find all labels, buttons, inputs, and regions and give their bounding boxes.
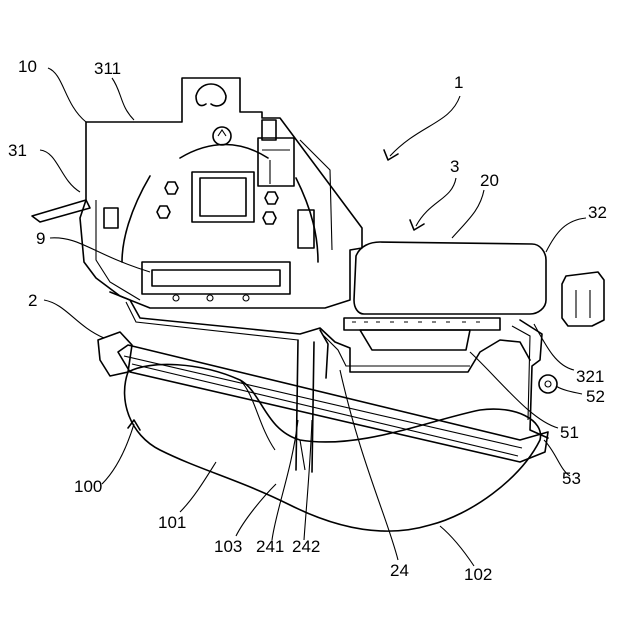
- center-window: [192, 172, 254, 222]
- leader-100: [102, 424, 134, 484]
- leader-102: [440, 526, 474, 566]
- lower-tray-rim: [124, 356, 522, 456]
- label-51: 51: [560, 423, 579, 442]
- label-321: 321: [576, 367, 604, 386]
- leader-101: [180, 462, 216, 512]
- leader-321: [534, 324, 574, 370]
- label-53: 53: [562, 469, 581, 488]
- center-window-inner: [200, 178, 246, 216]
- bottom-cushion-inner-fold: [240, 380, 305, 470]
- nut-right: [265, 192, 278, 204]
- label-2: 2: [28, 291, 37, 310]
- lower-tray: [118, 345, 548, 462]
- leader-1: [390, 96, 460, 156]
- middle-frame: [110, 292, 530, 372]
- screw-b: [207, 295, 213, 301]
- knob-321: [562, 272, 604, 326]
- screw-a: [173, 295, 179, 301]
- label-20: 20: [480, 171, 499, 190]
- upper-housing: [80, 78, 362, 308]
- leg-241: [296, 340, 298, 470]
- leg-24: [320, 330, 328, 378]
- front-arc: [180, 145, 268, 159]
- side-block-left: [104, 208, 118, 228]
- top-hook: [196, 84, 226, 106]
- upper-housing-inner: [96, 140, 332, 300]
- nut-left: [165, 182, 178, 194]
- leader-20: [452, 190, 484, 238]
- slot-9: [142, 262, 290, 294]
- nut-right-2: [263, 212, 276, 224]
- knob-321-detail: [576, 290, 590, 318]
- right-bracket-inner: [512, 326, 530, 420]
- leader-3: [416, 178, 456, 226]
- label-103: 103: [214, 537, 242, 556]
- label-242: 242: [292, 537, 320, 556]
- leader-311: [112, 78, 134, 120]
- left-arm: [32, 200, 90, 222]
- leader-10: [48, 68, 86, 122]
- gear-52-center: [545, 381, 551, 387]
- leader-242: [304, 420, 312, 540]
- knob-mark: [218, 130, 226, 136]
- plate-51: [344, 318, 500, 330]
- label-9: 9: [36, 229, 45, 248]
- leader-52: [556, 386, 582, 394]
- label-100: 100: [74, 477, 102, 496]
- label-32: 32: [588, 203, 607, 222]
- leader-2: [44, 300, 104, 338]
- right-box: [354, 242, 546, 314]
- slot-9-inner: [152, 270, 280, 286]
- leader-31: [40, 150, 80, 192]
- label-24: 24: [390, 561, 409, 580]
- gear-52: [539, 375, 557, 393]
- screw-c: [243, 295, 249, 301]
- under-plate-cushion: [360, 330, 470, 350]
- connector-detail: [262, 150, 290, 184]
- left-rail: [122, 176, 150, 262]
- label-101: 101: [158, 513, 186, 532]
- connector-cap: [262, 120, 276, 140]
- label-52: 52: [586, 387, 605, 406]
- leader-51: [470, 352, 558, 428]
- label-31: 31: [8, 141, 27, 160]
- label-10: 10: [18, 57, 37, 76]
- tray-left-end: [98, 332, 132, 376]
- leader-103: [236, 484, 276, 536]
- connector-block: [258, 138, 294, 186]
- label-241: 241: [256, 537, 284, 556]
- label-311: 311: [94, 59, 121, 78]
- label-1: 1: [454, 73, 463, 92]
- label-3: 3: [450, 157, 459, 176]
- nut-left-2: [157, 206, 170, 218]
- right-bracket: [520, 320, 548, 438]
- bottom-cushion: [125, 364, 541, 531]
- leader-32: [546, 218, 586, 252]
- label-102: 102: [464, 565, 492, 584]
- leg-242: [312, 342, 314, 472]
